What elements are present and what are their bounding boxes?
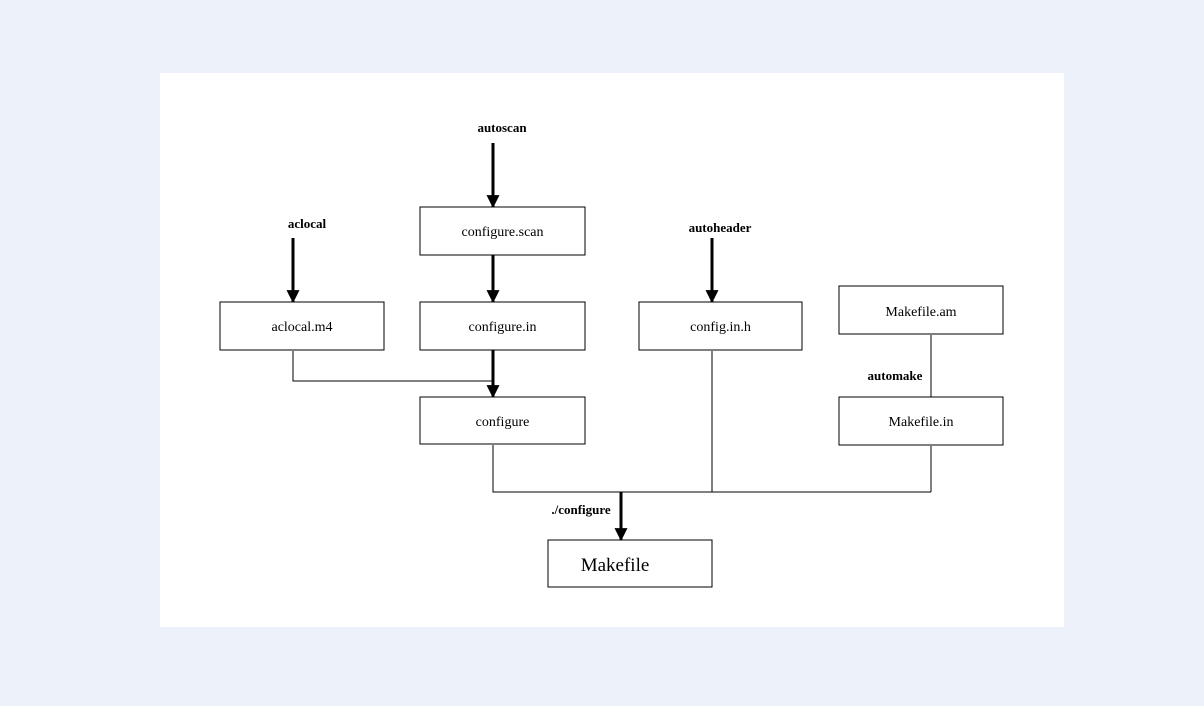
makefile-label: Makefile [581, 555, 650, 576]
autoscan-label: autoscan [477, 120, 527, 135]
autoheader-label: autoheader [689, 220, 752, 235]
configure-connector [492, 445, 931, 493]
aclocal-m4-label: aclocal.m4 [271, 320, 332, 335]
aclocal-m4-box: aclocal.m4 [219, 301, 385, 351]
aclocal-m4-connector [292, 351, 493, 382]
makefile-box: Makefile [547, 539, 713, 588]
configure-scan-label: configure.scan [461, 225, 543, 240]
configure-box: configure [419, 396, 586, 445]
configure-scan-box: configure.scan [419, 206, 586, 256]
diagram-canvas: configure.scan aclocal.m4 configure.in c… [160, 73, 1064, 627]
configure-label: configure [476, 415, 530, 430]
config-in-h-label: config.in.h [690, 320, 751, 335]
aclocal-label: aclocal [288, 216, 327, 231]
automake-label: automake [868, 368, 923, 383]
makefile-in-label: Makefile.in [889, 415, 954, 430]
config-in-h-box: config.in.h [638, 301, 803, 351]
configure-run-label: ./configure [551, 502, 611, 517]
configure-in-label: configure.in [468, 320, 536, 335]
makefile-in-box: Makefile.in [838, 396, 1004, 446]
configure-in-box: configure.in [419, 301, 586, 351]
makefile-am-label: Makefile.am [885, 305, 956, 320]
makefile-am-box: Makefile.am [838, 285, 1004, 335]
